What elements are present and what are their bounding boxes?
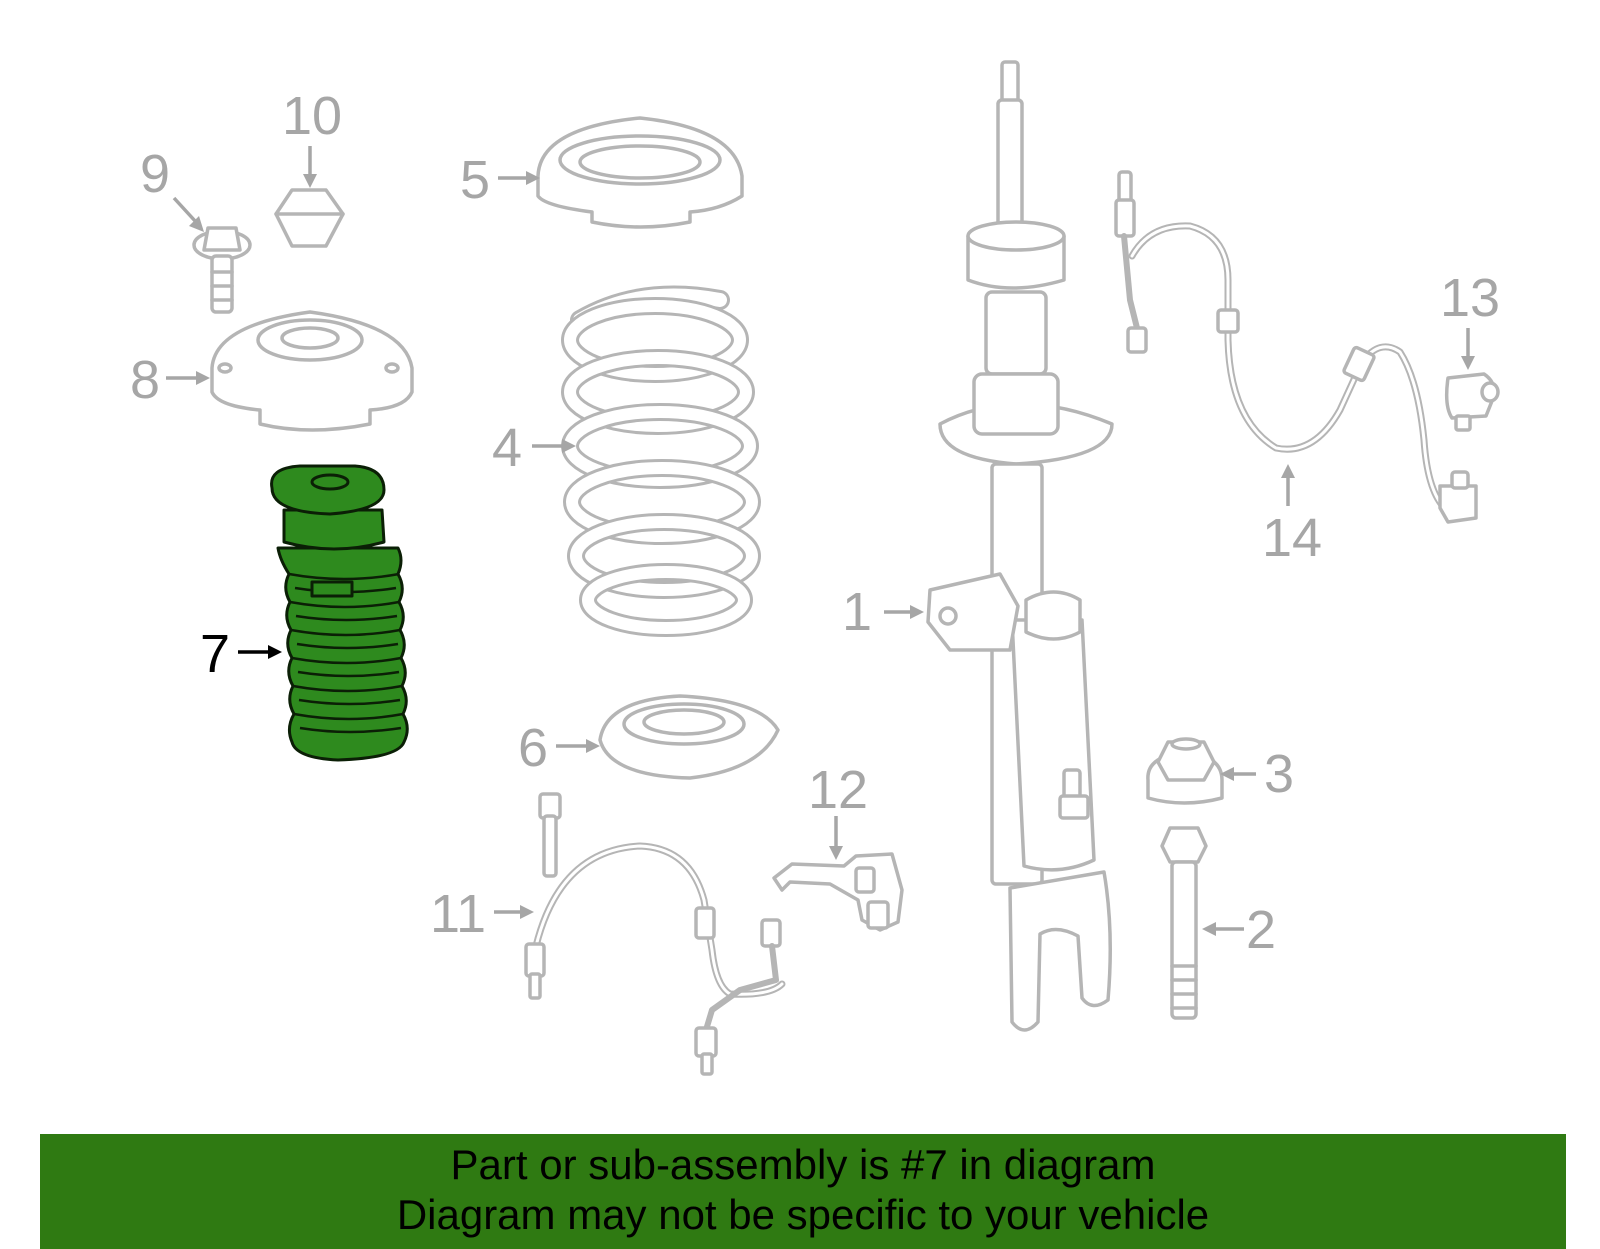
part-13-connector[interactable] <box>1444 372 1500 432</box>
part-6-lower-spring-seat[interactable] <box>598 694 780 780</box>
callout-12: 12 <box>808 760 868 820</box>
callout-3: 3 <box>1264 744 1294 804</box>
callout-14: 14 <box>1262 508 1322 568</box>
callout-2: 2 <box>1246 900 1276 960</box>
banner-line-1: Part or sub-assembly is #7 in diagram <box>450 1141 1156 1188</box>
callout-8: 8 <box>130 350 160 410</box>
part-10-hex-cap[interactable] <box>274 188 345 248</box>
part-12-bracket[interactable] <box>772 852 904 932</box>
callout-6: 6 <box>518 718 548 778</box>
callout-10: 10 <box>282 86 342 146</box>
part-7-dust-boot[interactable] <box>270 464 409 762</box>
part-5-upper-spring-seat[interactable] <box>536 116 744 229</box>
part-8-strut-mount[interactable] <box>210 310 414 432</box>
callout-arrows <box>166 146 1475 936</box>
part-3-nut[interactable] <box>1146 737 1224 805</box>
part-4-coil-spring[interactable] <box>561 285 761 637</box>
callout-9: 9 <box>140 144 170 204</box>
callout-4: 4 <box>492 418 522 478</box>
part-9-bolt[interactable] <box>192 226 252 314</box>
part-14-wire-harness[interactable] <box>1114 170 1478 524</box>
part-2-bolt[interactable] <box>1160 826 1208 1020</box>
part-11-wire-harness[interactable] <box>524 792 786 1076</box>
part-1-strut-assembly[interactable] <box>926 60 1114 1032</box>
callout-11: 11 <box>430 884 486 944</box>
callout-1: 1 <box>842 582 872 642</box>
callout-7: 7 <box>200 624 230 684</box>
callout-5: 5 <box>460 150 490 210</box>
info-banner: Part or sub-assembly is #7 in diagram Di… <box>40 1134 1566 1249</box>
callout-13: 13 <box>1440 268 1500 328</box>
banner-line-2: Diagram may not be specific to your vehi… <box>396 1191 1210 1238</box>
